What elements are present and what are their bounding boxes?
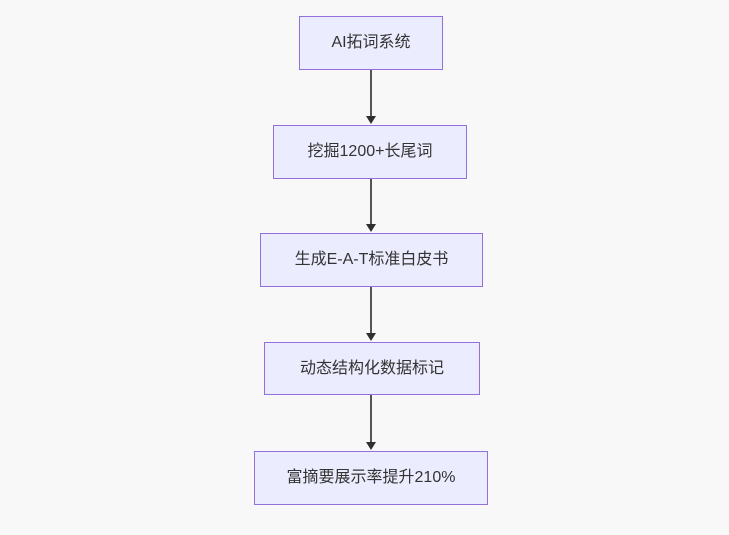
node-label: 生成E-A-T标准白皮书: [294, 251, 449, 268]
edge-c-to-d: [361, 287, 381, 342]
edge-line: [370, 287, 372, 335]
node-label: 挖掘1200+长尾词: [307, 143, 433, 160]
node-mine-longtail-keywords: 挖掘1200+长尾词: [273, 125, 467, 179]
node-generate-eat-whitepaper: 生成E-A-T标准白皮书: [260, 233, 483, 287]
node-label: AI拓词系统: [331, 34, 411, 51]
arrowhead-down-icon: [366, 224, 376, 232]
arrowhead-down-icon: [366, 333, 376, 341]
node-label: 动态结构化数据标记: [299, 359, 444, 377]
edge-line: [370, 179, 372, 226]
node-ai-keyword-system: AI拓词系统: [299, 16, 443, 70]
node-dynamic-structured-data: 动态结构化数据标记: [264, 342, 480, 395]
edge-b-to-c: [361, 179, 381, 233]
node-rich-snippet-rate: 富摘要展示率提升210%: [254, 451, 488, 505]
edge-a-to-b: [361, 70, 381, 125]
edge-line: [370, 70, 372, 118]
edge-line: [370, 395, 372, 444]
edge-d-to-e: [361, 395, 381, 451]
node-label: 富摘要展示率提升210%: [286, 469, 456, 486]
arrowhead-down-icon: [366, 442, 376, 450]
arrowhead-down-icon: [366, 116, 376, 124]
